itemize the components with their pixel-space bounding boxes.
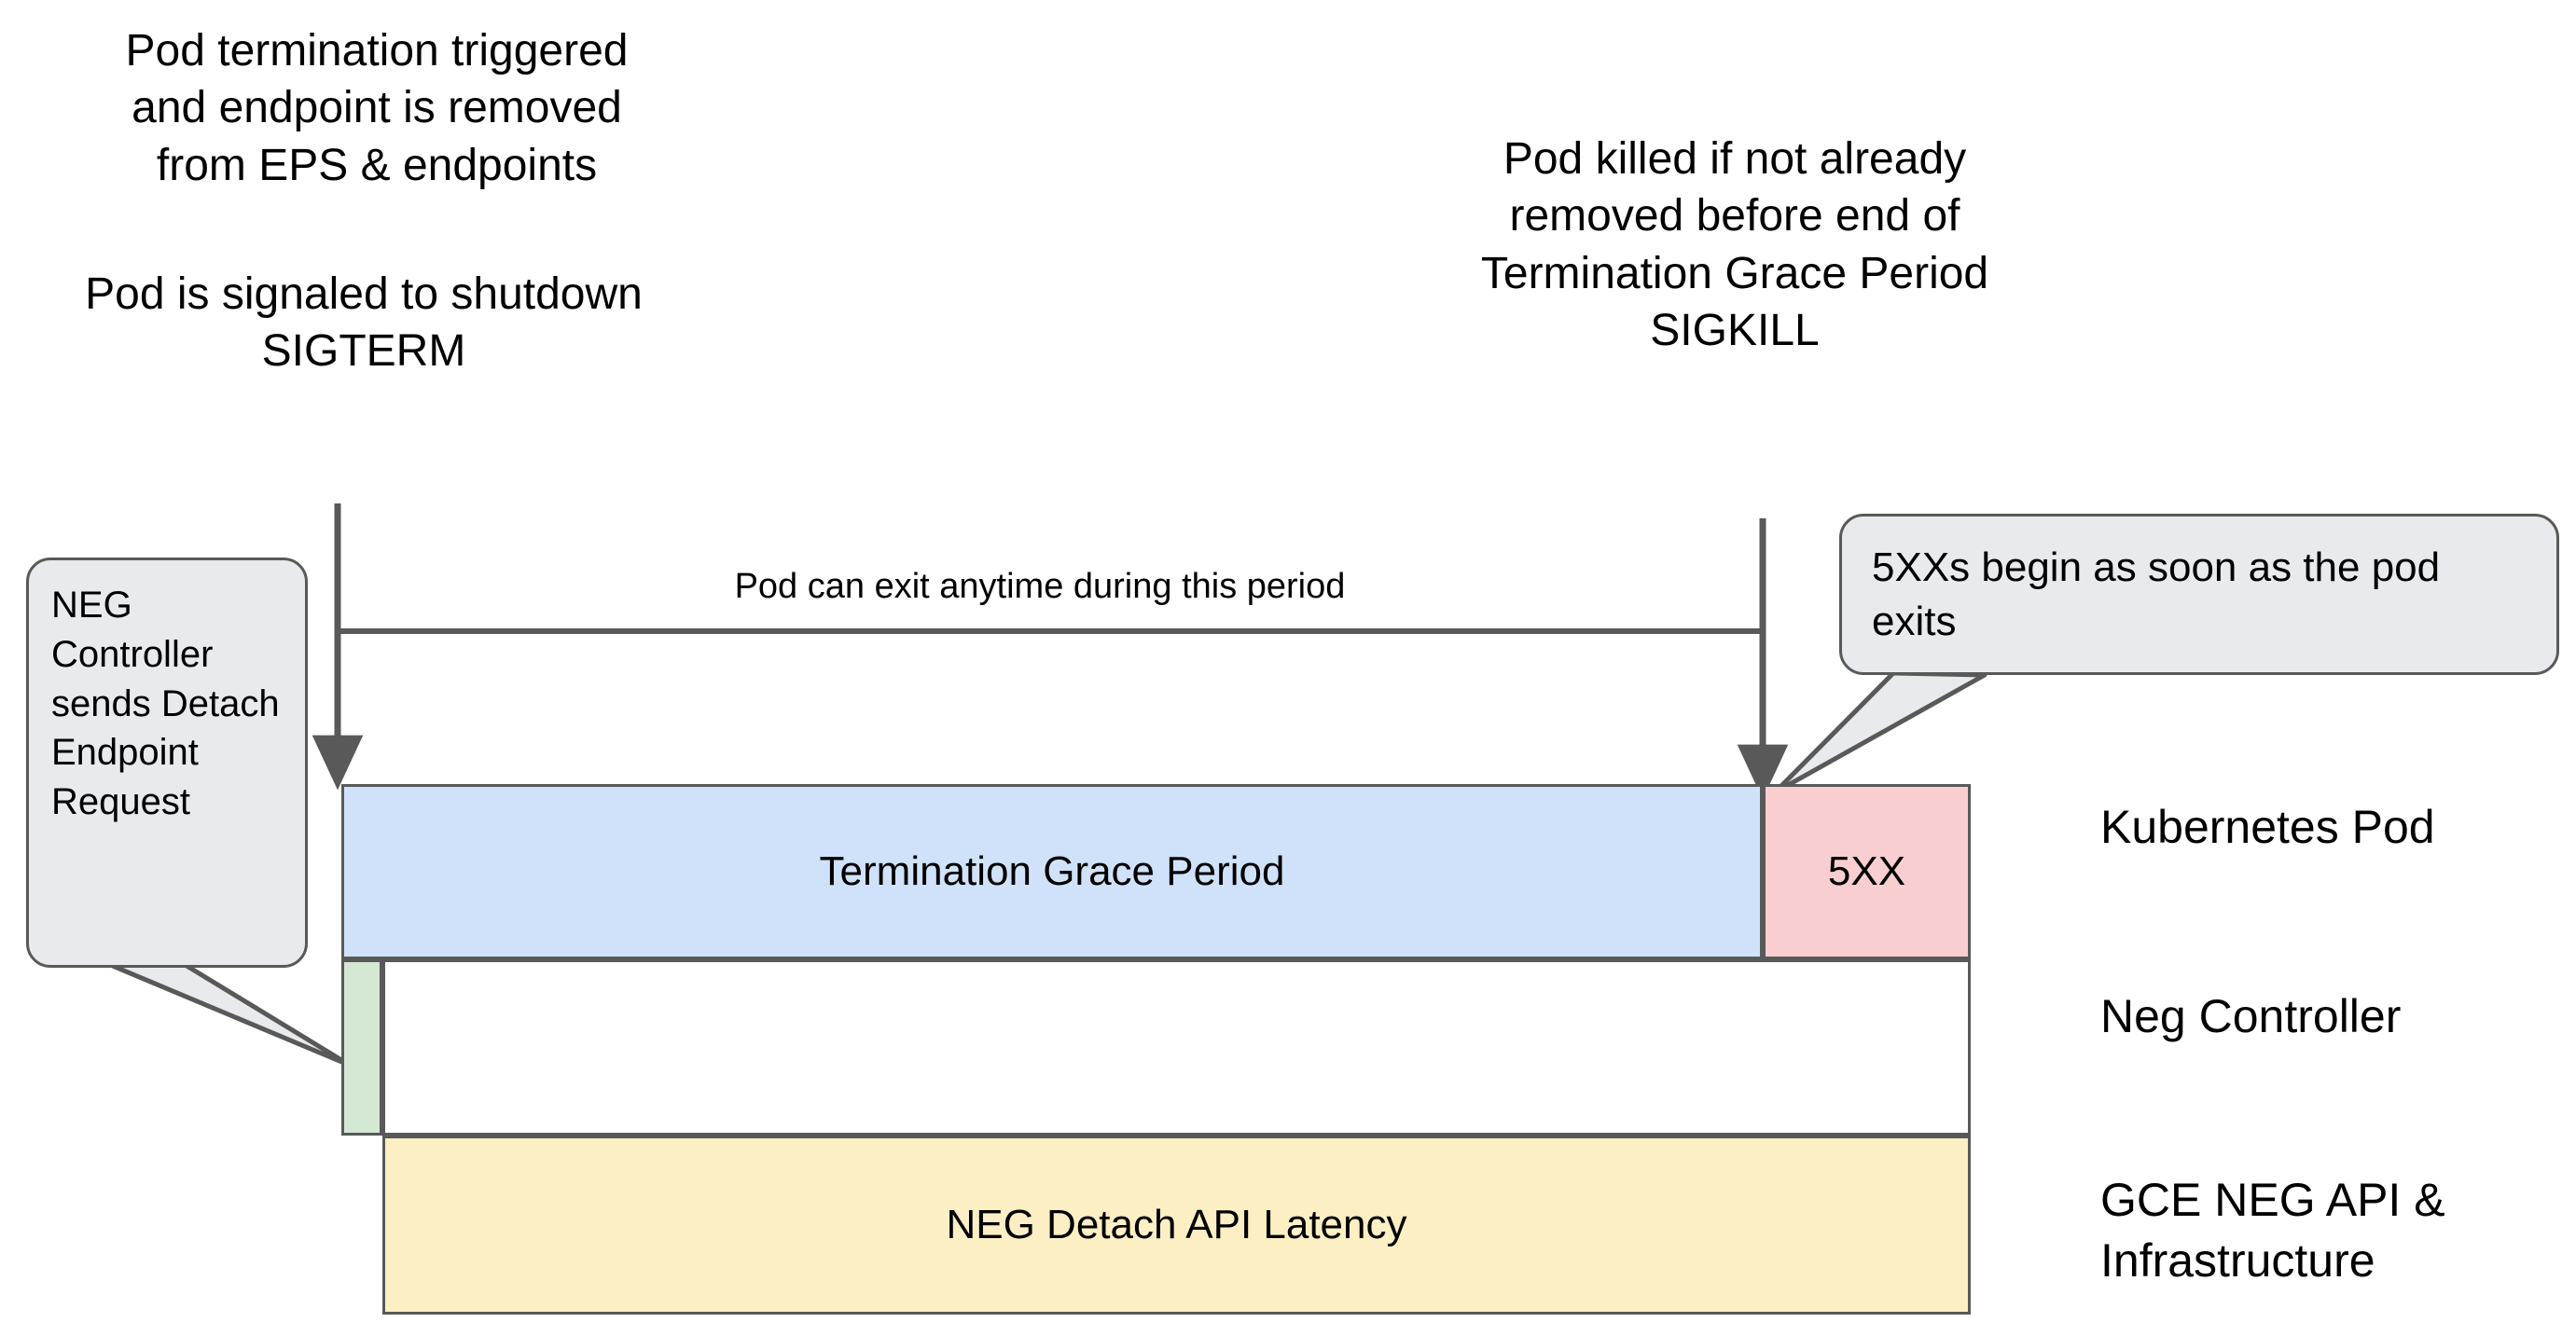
caption-pod-can-exit-anytime: Pod can exit anytime during this period xyxy=(734,567,1346,606)
row-label-kubernetes-pod: Kubernetes Pod xyxy=(2100,801,2435,853)
bar-neg-controller-idle xyxy=(382,959,1971,1136)
bar-5xx-label: 5XX xyxy=(1827,848,1906,894)
bar-5xx: 5XX xyxy=(1763,784,1971,959)
row-label-gce-neg-api: GCE NEG API & Infrastructure xyxy=(2100,1174,2445,1287)
callout-5xx-begin: 5XXs begin as soon as the pod exits xyxy=(1839,514,2559,675)
note-pod-sigkill: Pod killed if not already removed before… xyxy=(1480,134,1989,356)
bar-neg-detach-trigger xyxy=(341,959,382,1136)
bar-termination-grace-period: Termination Grace Period xyxy=(341,784,1763,959)
neg-controller-bubble-tail xyxy=(94,957,353,1068)
note-pod-sigterm: Pod is signaled to shutdown SIGTERM xyxy=(85,269,643,377)
row-label-neg-controller: Neg Controller xyxy=(2100,990,2402,1042)
callout-neg-controller-detach-request: NEG Controller sends Detach Endpoint Req… xyxy=(26,558,308,968)
five-xx-bubble-tail xyxy=(1772,670,1987,795)
bar-neg-detach-api-latency-label: NEG Detach API Latency xyxy=(946,1202,1407,1247)
note-pod-termination-triggered: Pod termination triggered and endpoint i… xyxy=(125,26,629,190)
bar-termination-grace-period-label: Termination Grace Period xyxy=(819,848,1285,894)
bar-neg-detach-api-latency: NEG Detach API Latency xyxy=(382,1136,1971,1315)
